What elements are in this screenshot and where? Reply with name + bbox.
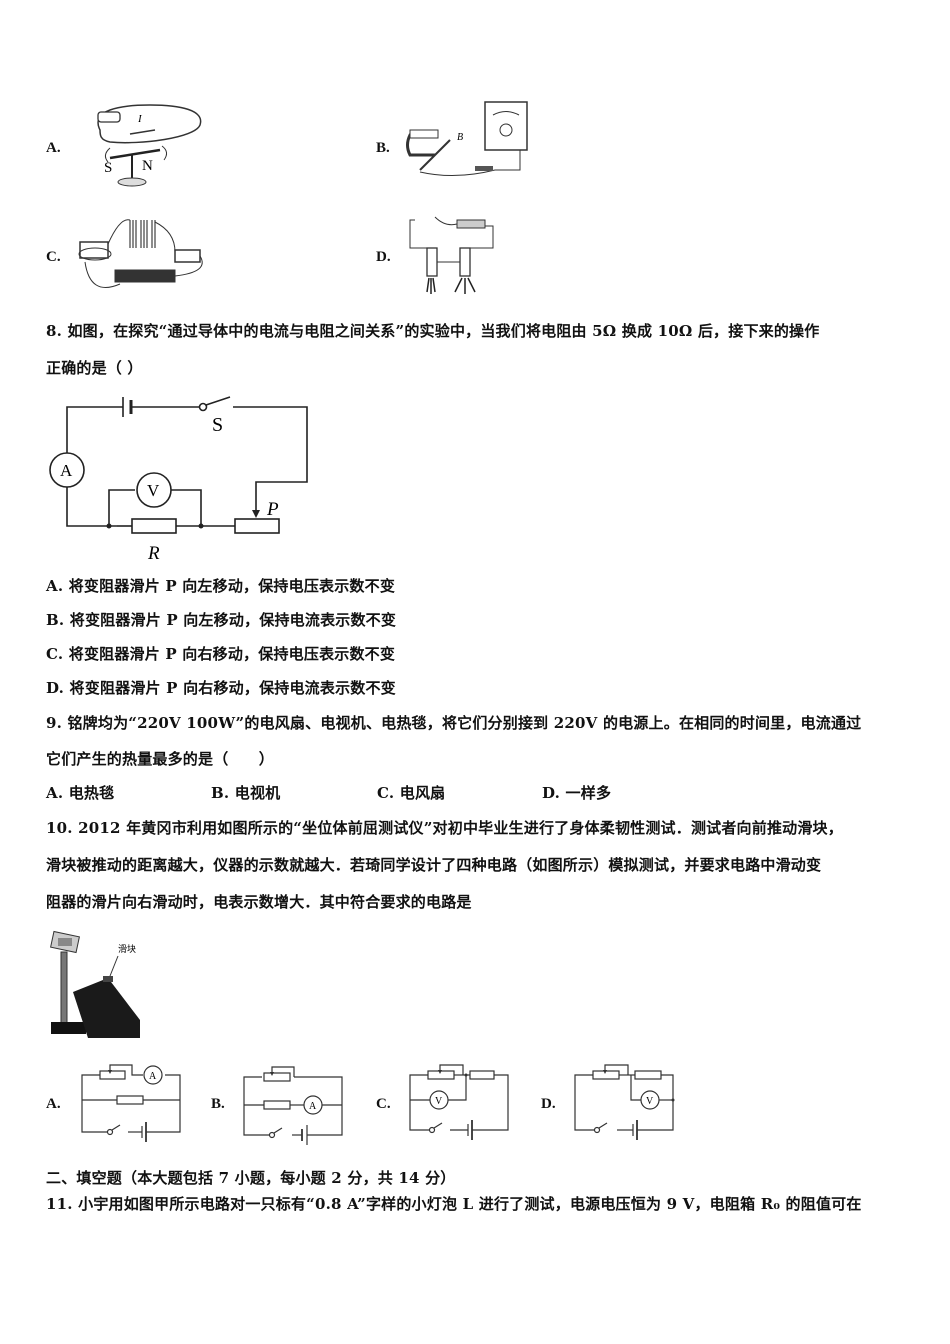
section2-heading: 二、填空题（本大题包括 7 小题，每小题 2 分，共 14 分） bbox=[46, 1169, 456, 1187]
svg-text:V: V bbox=[435, 1096, 443, 1107]
q7-option-d-label: D. bbox=[376, 249, 391, 265]
q8-stem-line1: 8. 如图，在探究“通过导体中的电流与电阻之间关系”的实验中，当我们将电阻由 5… bbox=[46, 322, 820, 340]
q10-option-c-label[interactable]: C. bbox=[376, 1096, 391, 1112]
q10-circuit-c: V bbox=[409, 1064, 509, 1140]
q10-circuit-d: V bbox=[574, 1064, 675, 1140]
svg-text:N: N bbox=[142, 158, 153, 174]
q9-option-a[interactable]: A. 电热毯 bbox=[46, 784, 115, 802]
svg-text:P: P bbox=[266, 499, 279, 520]
svg-text:V: V bbox=[646, 1096, 654, 1107]
q10-option-d-label[interactable]: D. bbox=[541, 1096, 556, 1112]
svg-text:R: R bbox=[147, 543, 160, 564]
q8-option-a[interactable]: A. 将变阻器滑片 P 向左移动，保持电压表示数不变 bbox=[46, 577, 396, 595]
q10-stem-line1: 10. 2012 年黄冈市利用如图所示的“坐位体前屈测试仪”对初中毕业生进行了身… bbox=[46, 819, 843, 837]
q10-option-a-label[interactable]: A. bbox=[46, 1096, 61, 1112]
svg-text:V: V bbox=[147, 481, 160, 500]
q7-figure-d-electromagnets bbox=[409, 216, 494, 294]
q9-option-c[interactable]: C. 电风扇 bbox=[377, 784, 446, 802]
svg-text:A: A bbox=[149, 1071, 157, 1082]
q11-stem-line1: 11. 小宇用如图甲所示电路对一只标有“0.8 A”字样的小灯泡 L 进行了测试… bbox=[46, 1195, 862, 1213]
svg-text:B: B bbox=[457, 132, 463, 143]
q7-figure-a-compass-wire: I S N bbox=[97, 104, 202, 187]
q9-option-d[interactable]: D. 一样多 bbox=[542, 784, 612, 802]
svg-text:S: S bbox=[104, 160, 112, 176]
q9-stem-line1: 9. 铭牌均为“220V 100W”的电风扇、电视机、电热毯，将它们分别接到 2… bbox=[46, 714, 862, 732]
q10-stem-line3: 阻器的滑片向右滑动时，电表示数增大．其中符合要求的电路是 bbox=[46, 893, 472, 911]
q8-option-c[interactable]: C. 将变阻器滑片 P 向右移动，保持电压表示数不变 bbox=[46, 645, 396, 663]
q10-circuit-b: A bbox=[243, 1066, 343, 1145]
q8-circuit-diagram: S A V P R bbox=[49, 396, 308, 564]
q9-stem-line2: 它们产生的热量最多的是（ ） bbox=[46, 750, 275, 768]
q8-option-d[interactable]: D. 将变阻器滑片 P 向右移动，保持电流表示数不变 bbox=[46, 679, 396, 697]
q7-option-b-label: B. bbox=[376, 140, 390, 156]
q10-flexibility-tester-photo: 滑块 bbox=[50, 930, 140, 1038]
q7-figure-c-generator-setup bbox=[78, 219, 203, 288]
q10-stem-line2: 滑块被推动的距离越大，仪器的示数就越大．若琦同学设计了四种电路（如图所示）模拟测… bbox=[46, 856, 822, 874]
q8-stem-line2: 正确的是（ ） bbox=[46, 359, 143, 377]
q10-circuit-a: A bbox=[81, 1064, 181, 1142]
svg-text:S: S bbox=[212, 414, 223, 436]
q7-figure-b-magnet-galvanometer: B bbox=[406, 101, 528, 177]
svg-text:A: A bbox=[309, 1101, 317, 1112]
q7-option-c-label: C. bbox=[46, 249, 61, 265]
q10-option-b-label[interactable]: B. bbox=[211, 1096, 225, 1112]
q7-option-a-label: A. bbox=[46, 140, 61, 156]
svg-text:A: A bbox=[60, 461, 73, 480]
q9-option-b[interactable]: B. 电视机 bbox=[211, 784, 281, 802]
q8-option-b[interactable]: B. 将变阻器滑片 P 向左移动，保持电流表示数不变 bbox=[46, 611, 397, 629]
svg-text:I: I bbox=[137, 113, 143, 125]
svg-text:滑块: 滑块 bbox=[118, 943, 136, 954]
